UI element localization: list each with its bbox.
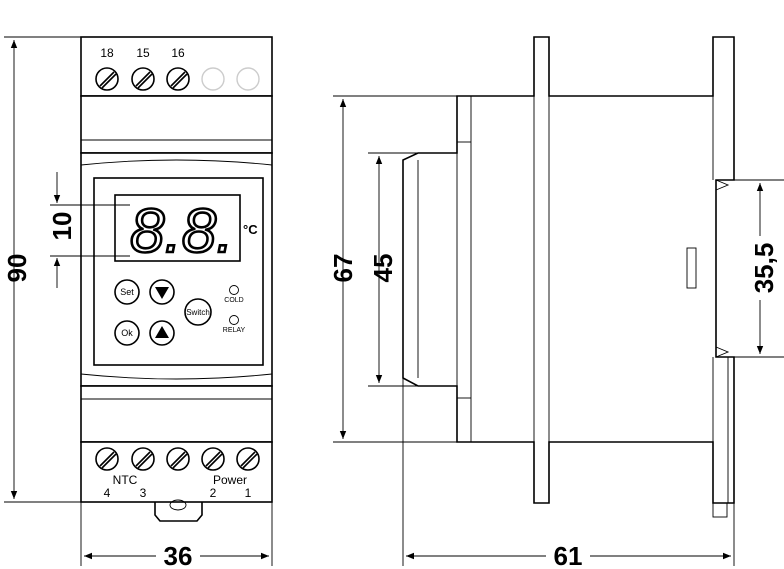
cold-led [229, 285, 239, 295]
bottom-screw [95, 447, 119, 471]
din-clip-tab [712, 502, 728, 518]
terminal-number-4: 4 [104, 486, 111, 500]
switch-button[interactable]: Switch [184, 298, 212, 326]
top-terminal-label-16: 16 [171, 46, 185, 60]
top-screw-15 [131, 67, 155, 91]
svg-text:61: 61 [554, 541, 583, 569]
svg-text:10: 10 [47, 212, 77, 241]
cold-led-label: COLD [224, 297, 243, 304]
relay-led-label: RELAY [223, 327, 246, 334]
din-clip [154, 502, 203, 522]
lower-shoulder [80, 385, 273, 443]
dimension-61: 61 [402, 378, 735, 569]
set-button[interactable]: Set [114, 279, 140, 305]
display-frame [93, 177, 264, 366]
dimension-67: 67 [328, 95, 457, 443]
svg-text:90: 90 [2, 254, 32, 283]
down-triangle-icon [155, 287, 169, 299]
down-button[interactable] [149, 279, 175, 305]
side-body [402, 36, 735, 504]
unused-terminal [236, 67, 260, 91]
dimension-90: 90 [2, 36, 81, 503]
ntc-label: NTC [113, 473, 138, 487]
unit-label: °C [243, 222, 258, 237]
terminal-number-1: 1 [245, 486, 252, 500]
front-panel [80, 152, 273, 387]
svg-text:Set: Set [120, 287, 134, 297]
dimension-10: 10 [47, 172, 130, 288]
bottom-screw [131, 447, 155, 471]
terminal-number-3: 3 [140, 486, 147, 500]
terminal-number-2: 2 [210, 486, 217, 500]
up-button[interactable] [149, 320, 175, 346]
bottom-screw [201, 447, 225, 471]
front-view: 18 15 16 8.8. °C Set Ok [80, 36, 273, 522]
upper-shoulder [80, 95, 273, 154]
display-digits: 8.8. [130, 197, 233, 266]
dimension-36: 36 [80, 502, 273, 569]
power-label: Power [213, 473, 247, 487]
lcd-window [114, 194, 241, 262]
top-screw-16 [166, 67, 190, 91]
svg-text:Switch: Switch [186, 308, 210, 317]
bottom-screw [166, 447, 190, 471]
side-window [686, 247, 697, 289]
unused-terminal [201, 67, 225, 91]
up-triangle-icon [155, 326, 169, 338]
dimension-35-5: 35,5 [728, 179, 784, 358]
relay-led [229, 315, 239, 325]
top-terminal-label-15: 15 [136, 46, 150, 60]
top-terminal-label-18: 18 [100, 46, 114, 60]
svg-text:36: 36 [164, 541, 193, 569]
top-screw-18 [95, 67, 119, 91]
side-view [402, 36, 735, 518]
svg-text:35,5: 35,5 [749, 243, 779, 294]
ok-button[interactable]: Ok [114, 320, 140, 346]
svg-text:67: 67 [328, 254, 358, 283]
dimension-45: 45 [368, 152, 418, 387]
svg-text:45: 45 [368, 254, 398, 283]
svg-text:Ok: Ok [121, 328, 133, 338]
bottom-screw [236, 447, 260, 471]
